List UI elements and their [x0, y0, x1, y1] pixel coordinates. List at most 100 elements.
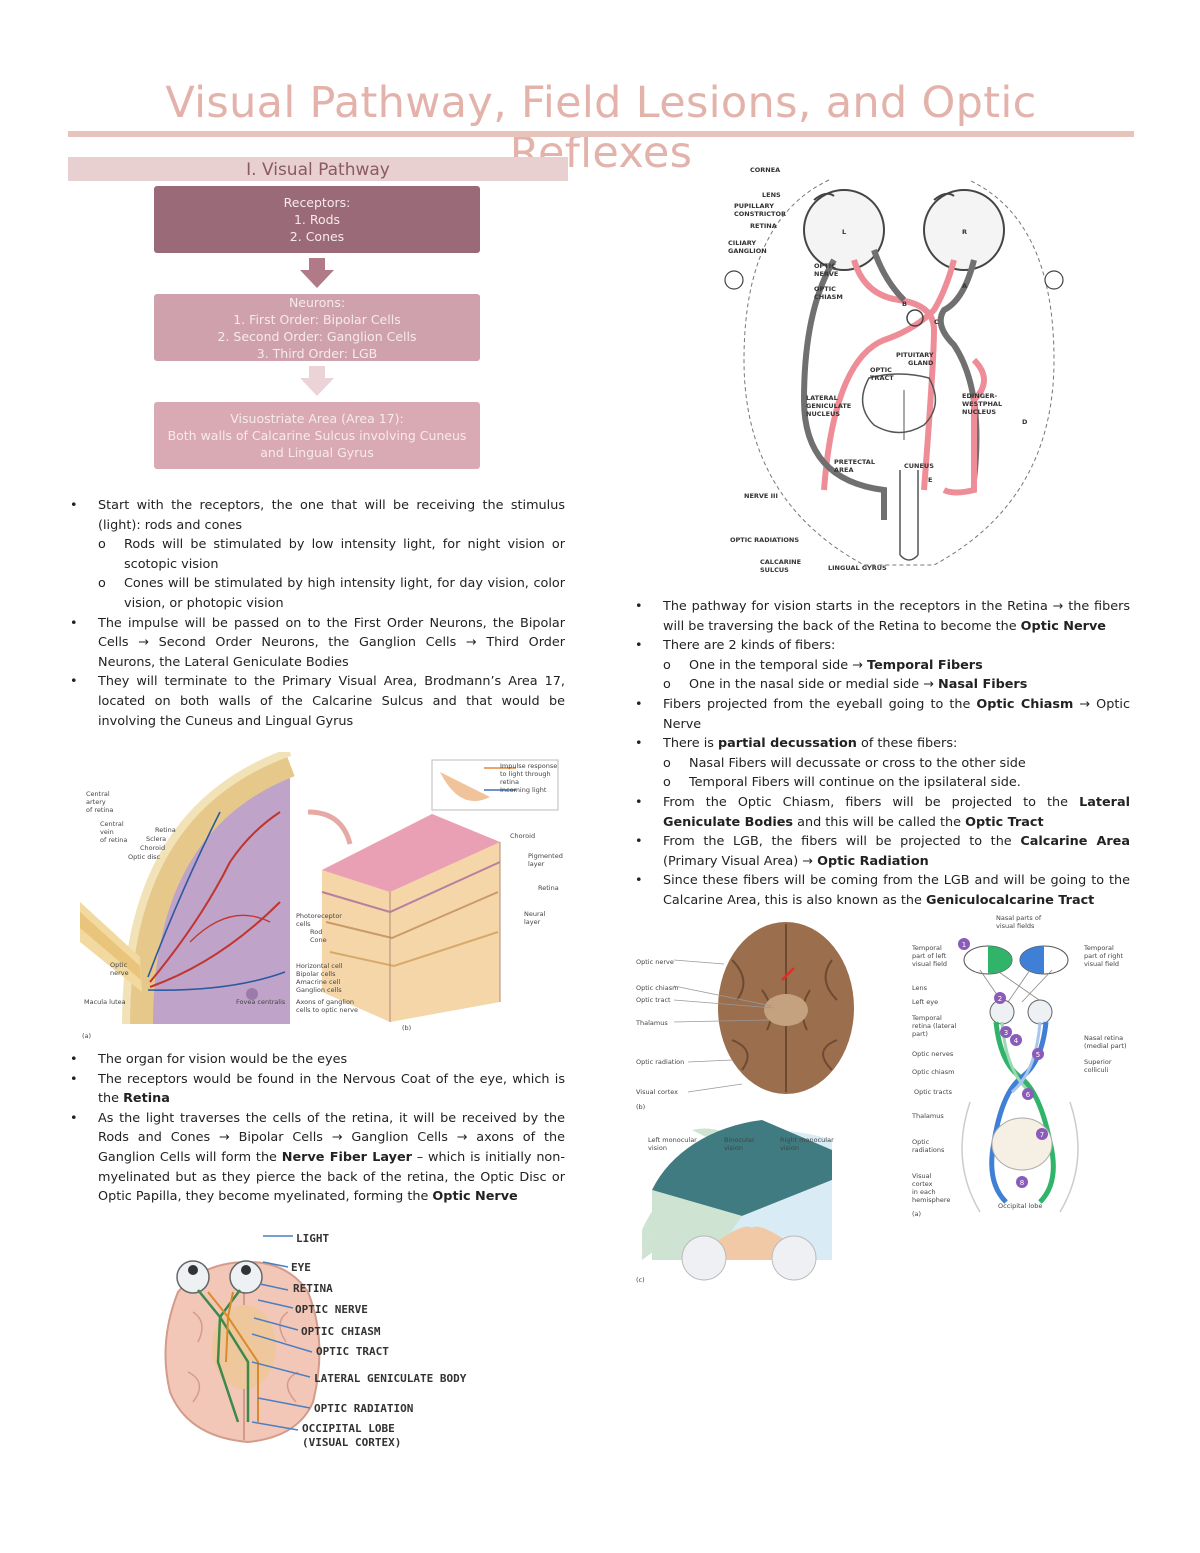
svg-text:LIGHT: LIGHT: [296, 1232, 329, 1245]
svg-text:Optic nerves: Optic nerves: [912, 1050, 954, 1058]
svg-text:Optic: Optic: [912, 1138, 930, 1146]
svg-text:Optic tracts: Optic tracts: [914, 1088, 953, 1096]
list-item: The pathway for vision starts in the rec…: [633, 597, 1130, 636]
list-item: Nasal Fibers will decussate or cross to …: [633, 754, 1130, 774]
list-item: The impulse will be passed on to the Fir…: [68, 614, 565, 673]
svg-text:NUCLEUS: NUCLEUS: [962, 408, 996, 416]
list-item: They will terminate to the Primary Visua…: [68, 672, 565, 731]
list-item: One in the nasal side or medial side → N…: [633, 675, 1130, 695]
svg-text:visual field: visual field: [1084, 960, 1119, 968]
svg-text:1: 1: [962, 941, 966, 949]
svg-text:OPTIC: OPTIC: [870, 366, 892, 374]
svg-text:OPTIC TRACT: OPTIC TRACT: [316, 1345, 389, 1358]
svg-text:Temporal: Temporal: [911, 1014, 942, 1022]
svg-text:Axons of ganglion: Axons of ganglion: [296, 998, 354, 1006]
title-underline: [68, 131, 1134, 137]
svg-text:CORNEA: CORNEA: [750, 166, 780, 174]
svg-text:CILIARY: CILIARY: [728, 239, 756, 247]
svg-text:Thalamus: Thalamus: [635, 1019, 668, 1027]
svg-text:vision: vision: [780, 1144, 799, 1152]
svg-text:layer: layer: [528, 860, 545, 868]
svg-text:vision: vision: [648, 1144, 667, 1152]
svg-text:Sclera: Sclera: [146, 835, 166, 843]
svg-text:part of left: part of left: [912, 952, 947, 960]
list-item: Fibers projected from the eyeball going …: [633, 695, 1130, 734]
svg-text:Retina: Retina: [155, 826, 176, 834]
svg-text:NERVE: NERVE: [814, 270, 838, 278]
svg-text:RETINA: RETINA: [293, 1282, 333, 1295]
svg-text:Left monocular: Left monocular: [648, 1136, 697, 1144]
step-number-badges: [958, 938, 1048, 1188]
svg-text:Temporal: Temporal: [911, 944, 942, 952]
svg-text:hemisphere: hemisphere: [912, 1196, 950, 1204]
svg-text:Right monocular: Right monocular: [780, 1136, 834, 1144]
list-item: As the light traverses the cells of the …: [68, 1109, 565, 1207]
svg-text:Occipital lobe: Occipital lobe: [998, 1202, 1042, 1210]
svg-text:Optic radiation: Optic radiation: [636, 1058, 684, 1066]
svg-text:in each: in each: [912, 1188, 936, 1196]
svg-text:Nasal retina: Nasal retina: [1084, 1034, 1123, 1042]
svg-text:Temporal: Temporal: [1083, 944, 1114, 952]
list-item: The organ for vision would be the eyes: [68, 1050, 565, 1070]
svg-text:Choroid: Choroid: [140, 844, 165, 852]
flowchart-neurons-box: Neurons: 1. First Order: Bipolar Cells 2…: [154, 294, 480, 361]
svg-text:cortex: cortex: [912, 1180, 933, 1188]
svg-text:LENS: LENS: [762, 191, 781, 199]
svg-text:Optic nerve: Optic nerve: [636, 958, 674, 966]
svg-text:PUPILLARY: PUPILLARY: [734, 202, 774, 210]
svg-text:OPTIC NERVE: OPTIC NERVE: [295, 1303, 368, 1316]
flowchart-receptors-box: Receptors: 1. Rods 2. Cones: [154, 186, 480, 253]
svg-text:Superior: Superior: [1084, 1058, 1112, 1066]
svg-text:vision: vision: [724, 1144, 743, 1152]
svg-text:LATERAL: LATERAL: [806, 394, 838, 402]
retina-structure-figure: Central artery of retina Central vein of…: [80, 752, 563, 1040]
svg-text:part): part): [912, 1030, 928, 1038]
svg-text:of retina: of retina: [100, 836, 127, 844]
visual-fields-figure: 1 2 3 4 5 6 7 8 Nasal parts of visual fi…: [911, 914, 1127, 1218]
svg-text:3: 3: [1004, 1029, 1008, 1037]
section-heading: I. Visual Pathway: [68, 157, 568, 181]
svg-text:retina: retina: [500, 778, 519, 786]
svg-text:Central: Central: [100, 820, 124, 828]
svg-text:Macula lutea: Macula lutea: [84, 998, 126, 1006]
svg-text:OPTIC: OPTIC: [814, 262, 836, 270]
svg-text:GANGLION: GANGLION: [728, 247, 767, 255]
visual-pathway-diagram: L R CORNEA LENS PUPILLARY CONSTRICTOR RE…: [724, 166, 1064, 574]
svg-text:(medial part): (medial part): [1084, 1042, 1127, 1050]
list-item: From the Optic Chiasm, fibers will be pr…: [633, 793, 1130, 832]
svg-text:L: L: [842, 228, 846, 236]
flow-arrow-down-icon: [300, 258, 334, 288]
left-bullet-list-2: The organ for vision would be the eyes T…: [68, 1050, 565, 1207]
svg-text:Left eye: Left eye: [912, 998, 938, 1006]
svg-text:Retina: Retina: [538, 884, 559, 892]
svg-text:Bipolar cells: Bipolar cells: [296, 970, 336, 978]
svg-text:cells to optic nerve: cells to optic nerve: [296, 1006, 358, 1014]
svg-text:radiations: radiations: [912, 1146, 945, 1154]
svg-text:RETINA: RETINA: [750, 222, 777, 230]
svg-text:CONSTRICTOR: CONSTRICTOR: [734, 210, 786, 218]
list-item: There is partial decussation of these fi…: [633, 734, 1130, 754]
list-item: From the LGB, the fibers will be project…: [633, 832, 1130, 871]
svg-text:R: R: [962, 228, 967, 236]
svg-text:Optic tract: Optic tract: [636, 996, 671, 1004]
svg-text:part of right: part of right: [1084, 952, 1123, 960]
list-item: Temporal Fibers will continue on the ips…: [633, 773, 1130, 793]
svg-text:Visual: Visual: [912, 1172, 932, 1180]
list-item: The receptors would be found in the Nerv…: [68, 1070, 565, 1109]
list-item: One in the temporal side → Temporal Fibe…: [633, 656, 1130, 676]
svg-text:layer: layer: [524, 918, 541, 926]
svg-text:7: 7: [1040, 1131, 1044, 1139]
svg-text:EYE: EYE: [291, 1261, 311, 1274]
svg-text:(VISUAL CORTEX): (VISUAL CORTEX): [302, 1436, 401, 1449]
svg-text:nerve: nerve: [110, 969, 129, 977]
svg-text:Cone: Cone: [310, 936, 327, 944]
svg-text:(b): (b): [402, 1024, 411, 1032]
svg-text:vein: vein: [100, 828, 114, 836]
svg-text:Choroid: Choroid: [510, 832, 535, 840]
right-bullet-list: The pathway for vision starts in the rec…: [633, 597, 1130, 911]
svg-text:(c): (c): [636, 1276, 645, 1284]
list-item: Rods will be stimulated by low intensity…: [68, 535, 565, 574]
svg-text:Neural: Neural: [524, 910, 546, 918]
svg-text:(a): (a): [82, 1032, 91, 1040]
svg-text:AREA: AREA: [834, 466, 854, 474]
